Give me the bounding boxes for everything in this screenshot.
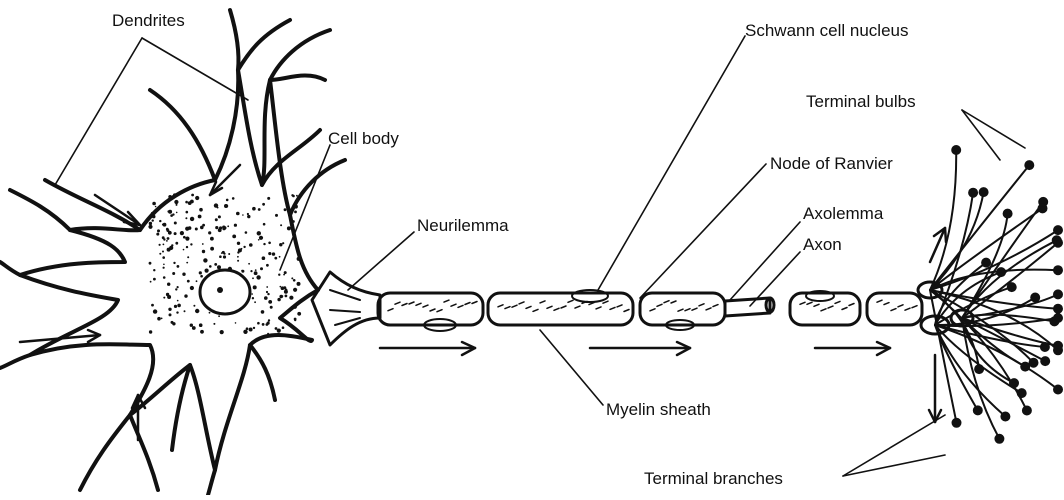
- label-neurilemma: Neurilemma: [417, 217, 509, 234]
- axon: [725, 298, 774, 316]
- nucleus: [200, 270, 250, 314]
- cell-body: [20, 70, 318, 470]
- label-terminal-bulbs: Terminal bulbs: [806, 93, 916, 110]
- label-axolemma: Axolemma: [803, 205, 883, 222]
- label-dendrites: Dendrites: [112, 12, 185, 29]
- label-axon: Axon: [803, 236, 842, 253]
- label-terminal-branches: Terminal branches: [644, 470, 783, 487]
- terminal-region: [918, 147, 1062, 443]
- myelin-sheath: [378, 290, 922, 331]
- dendrites: [0, 10, 345, 495]
- label-schwann-cell-nucleus: Schwann cell nucleus: [745, 22, 908, 39]
- label-node-of-ranvier: Node of Ranvier: [770, 155, 893, 172]
- axon-hillock: [312, 272, 380, 345]
- label-cell-body: Cell body: [328, 130, 399, 147]
- label-myelin-sheath: Myelin sheath: [606, 401, 711, 418]
